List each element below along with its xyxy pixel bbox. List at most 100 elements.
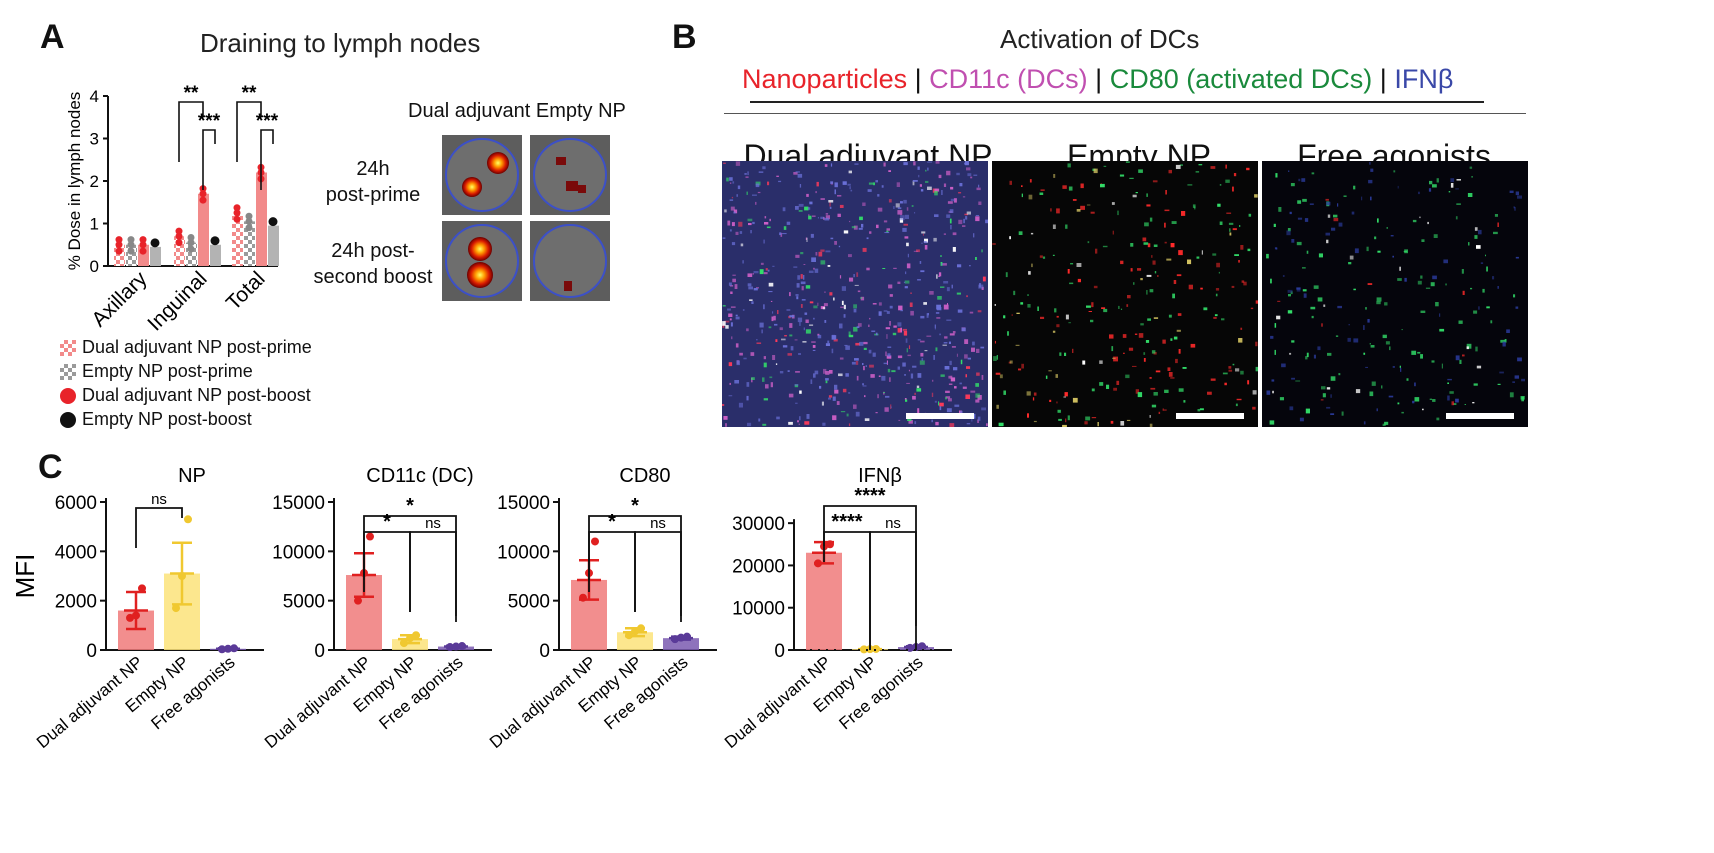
cell-speck [762,166,766,170]
cell-speck [1450,178,1455,183]
cell-speck [825,371,830,375]
cell-speck [934,188,940,192]
cell-speck [1455,398,1459,403]
cell-speck [1311,172,1315,175]
channel-ifnb: IFNβ [1394,64,1454,94]
cell-speck [752,273,754,275]
cell-speck [1109,334,1114,339]
cell-speck [943,233,946,235]
cell-speck [1270,335,1274,339]
cell-speck [729,382,731,385]
bar [256,172,267,266]
data-point [199,190,207,198]
legend-underline [750,101,1484,103]
cell-speck [856,272,859,277]
cell-speck [729,229,732,232]
cell-speck [1326,406,1331,409]
data-point [452,642,460,651]
cell-speck [1179,164,1183,166]
cell-speck [802,341,807,343]
cell-speck [1067,415,1070,421]
cell-speck [1196,256,1200,259]
cell-speck [877,394,879,399]
cell-speck [1178,349,1181,354]
cell-speck [1145,340,1150,343]
cell-speck [1240,370,1244,375]
cell-speck [938,174,942,179]
cell-speck [848,170,852,174]
cell-speck [756,342,762,344]
cell-speck [1149,377,1152,379]
cell-speck [922,233,924,236]
cell-speck [981,249,983,253]
cell-speck [768,291,773,293]
cell-speck [994,304,996,306]
cell-speck [817,217,819,219]
bar [138,244,149,266]
cell-speck [1027,294,1029,296]
cell-speck [732,181,735,184]
cell-speck [1095,248,1098,254]
cell-speck [872,303,877,305]
cell-speck [769,218,771,222]
cell-speck [919,261,922,264]
cell-speck [1412,219,1417,223]
data-point [127,247,135,255]
cell-speck [841,286,846,291]
cell-speck [1514,375,1519,379]
cell-speck [1033,392,1037,396]
cell-speck [892,332,897,336]
cell-speck [978,201,982,205]
cell-speck [847,183,851,186]
cell-speck [853,308,857,313]
bar [186,242,197,266]
cell-speck [1448,191,1451,193]
cell-speck [1436,178,1439,183]
y-tick-label: 2000 [55,592,97,613]
cell-speck [1175,164,1181,169]
ivis-well-empty-prime [530,135,610,215]
cell-speck [917,166,920,170]
cell-speck [1030,232,1034,235]
data-point [412,631,420,640]
cell-speck [1178,250,1183,256]
cell-speck [1016,312,1020,314]
cell-speck [794,339,798,341]
data-point [175,239,183,247]
cell-speck [1164,389,1169,393]
cell-speck [1497,222,1499,227]
cell-speck [1296,287,1301,292]
cell-speck [964,213,968,216]
cell-speck [1305,408,1310,414]
sig-bracket [135,507,183,548]
cell-speck [960,410,963,415]
cell-speck [1093,168,1098,174]
cell-speck [1110,420,1114,424]
y-tick-label: 5000 [283,592,325,613]
cell-speck [1289,352,1292,355]
cell-speck [952,232,957,236]
cell-speck [799,184,802,188]
legend-item-empty-boost: Empty NP post-boost [60,409,252,430]
cell-speck [1226,212,1232,214]
cell-speck [832,415,837,421]
cell-speck [1187,184,1193,186]
cell-speck [936,317,941,319]
y-tick-label: 0 [774,641,785,662]
cell-speck [1353,288,1356,291]
cell-speck [1122,334,1127,338]
cell-speck [1067,163,1071,168]
cell-speck [853,304,857,309]
row-label-line: 24h post- [331,240,415,262]
cell-speck [962,386,967,389]
data-point [139,241,147,249]
cell-speck [942,344,947,346]
scale-bar [1446,413,1514,419]
cell-speck [905,338,908,343]
cell-speck [1088,311,1092,312]
cell-speck [886,360,888,365]
cell-speck [958,192,962,194]
cell-speck [927,167,929,171]
cell-speck [907,253,909,258]
cell-speck [772,265,775,267]
